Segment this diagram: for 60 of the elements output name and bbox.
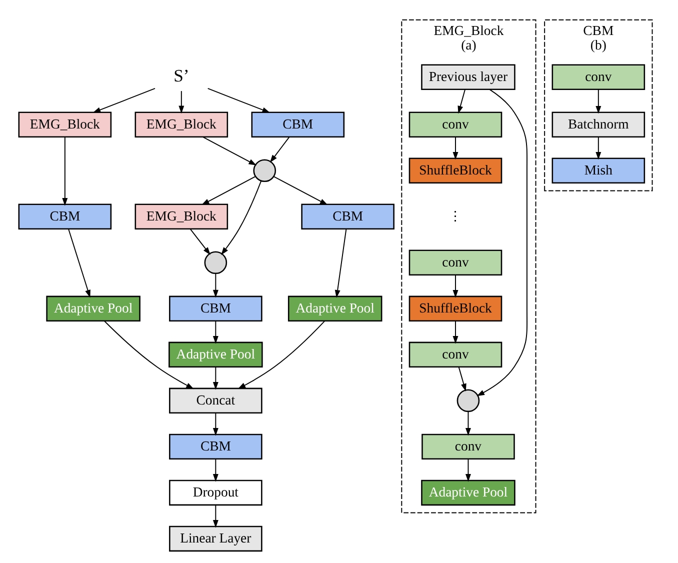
node-box: conv [551,64,645,90]
node-box: Adaptive Pool [46,296,140,322]
node-box: Adaptive Pool [420,480,515,506]
arrow [212,504,218,528]
node-box: conv [421,434,514,460]
arrow [595,89,601,114]
node-text: S’ [173,65,189,86]
arrow [212,366,218,390]
arrow [92,88,155,113]
arrow [189,228,210,255]
node-box: conv [408,112,502,138]
arrow [595,136,601,160]
arrow [237,320,325,390]
arrow [452,320,458,344]
arrow [476,89,527,396]
arrow [212,273,218,298]
node-box: ShuffleBlock [408,296,502,322]
arrow [68,228,90,298]
arrow [212,412,218,436]
node-box: EMG_Block [18,112,112,138]
arrow [200,176,256,206]
arrow [458,366,466,392]
arrow [452,136,458,160]
label: ⋮ [448,208,462,224]
node-box: EMG_Block [134,112,228,138]
arrow [334,228,346,298]
node-box: CBM [18,204,112,230]
node-box: Dropout [168,480,262,506]
arrow [62,136,68,206]
node-circle [456,389,480,412]
node-box: Adaptive Pool [168,342,262,368]
node-box: Adaptive Pool [287,296,382,322]
node-box: EMG_Block [134,204,228,230]
arrow [272,176,328,206]
arrow [457,89,465,114]
node-box: CBM [168,296,262,322]
node-box: conv [408,250,502,276]
node-box: Concat [168,388,262,414]
arrow [212,320,218,344]
node-box: CBM [250,112,344,138]
arrow [212,458,218,482]
arrow [464,458,470,482]
node-box: Previous layer [420,64,515,90]
node-circle [204,251,227,274]
arrow [103,320,194,390]
arrow [206,88,270,113]
node-box: Linear Layer [168,526,262,552]
arrow [202,136,256,166]
node-box: Batchnorm [551,112,645,138]
arrow [178,90,184,114]
arrow [220,180,262,256]
node-box: CBM [300,204,394,230]
node-box: ShuffleBlock [408,158,502,184]
node-box: Mish [551,158,645,184]
node-box: conv [408,342,502,368]
node-circle [252,159,276,182]
arrow [452,274,458,298]
arrow [269,136,290,163]
arrow [464,411,470,436]
node-box: CBM [168,434,262,460]
